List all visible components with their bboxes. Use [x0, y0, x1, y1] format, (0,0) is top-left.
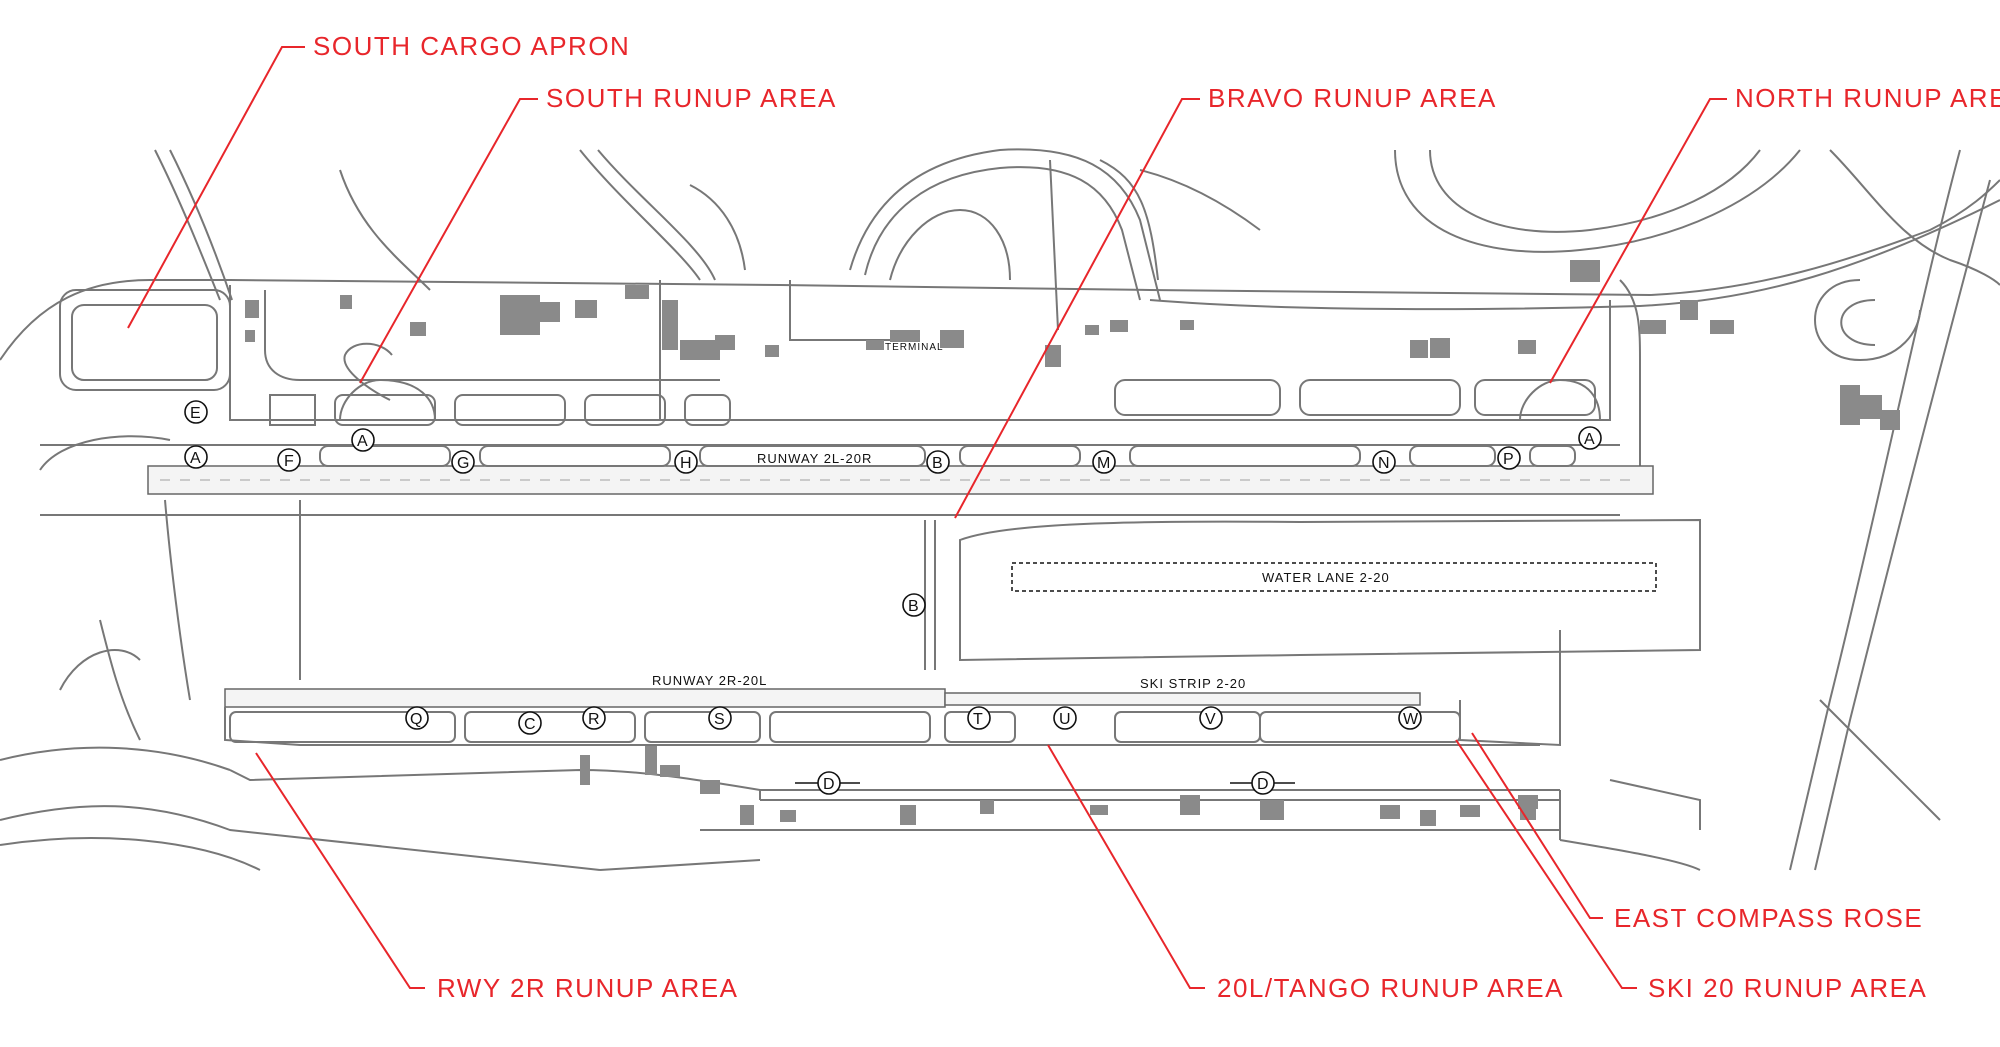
taxiway-w-marker: W — [1398, 706, 1422, 730]
svg-text:B: B — [908, 598, 919, 615]
svg-text:SOUTH CARGO APRON: SOUTH CARGO APRON — [313, 31, 630, 61]
taxiway-a-west-marker: A — [184, 445, 208, 469]
svg-text:A: A — [190, 450, 201, 467]
svg-text:V: V — [1205, 711, 1216, 728]
svg-text:R: R — [588, 711, 600, 728]
taxiway-d-west-marker: D — [795, 771, 860, 795]
svg-text:EAST COMPASS ROSE: EAST COMPASS ROSE — [1614, 903, 1923, 933]
svg-text:D: D — [823, 776, 835, 793]
taxiway-v-marker: V — [1199, 706, 1223, 730]
rwy-2r-runup-area-callout: RWY 2R RUNUP AREA — [255, 752, 738, 1003]
water-lane-label: WATER LANE 2-20 — [1262, 570, 1390, 585]
taxiway-f-marker: F — [277, 448, 301, 472]
roads-and-outlines — [0, 148, 2000, 871]
ski-strip-label: SKI STRIP 2-20 — [1140, 676, 1246, 691]
buildings — [245, 260, 1900, 826]
svg-text:RWY 2R RUNUP AREA: RWY 2R RUNUP AREA — [437, 973, 738, 1003]
taxiway-t-marker: T — [967, 706, 991, 730]
taxiway-b-mid-marker: B — [902, 593, 926, 617]
svg-text:W: W — [1403, 711, 1419, 728]
taxiway-h-marker: H — [674, 450, 698, 474]
taxiway-a-south-marker: A — [351, 428, 375, 452]
taxiway-d-east-marker: D — [1230, 771, 1295, 795]
svg-text:A: A — [357, 433, 368, 450]
runway-2l-20r: RUNWAY 2L-20R — [40, 444, 1654, 516]
taxiway-r-marker: R — [582, 706, 606, 730]
svg-text:A: A — [1584, 431, 1595, 448]
svg-text:D: D — [1257, 776, 1269, 793]
taxiway-g-marker: G — [451, 450, 475, 474]
runway-2r-20l-label: RUNWAY 2R-20L — [652, 673, 767, 688]
bravo-runup-area-callout: BRAVO RUNUP AREA — [954, 83, 1497, 519]
svg-text:20L/TANGO RUNUP AREA: 20L/TANGO RUNUP AREA — [1217, 973, 1564, 1003]
taxiway-b-north-marker: B — [926, 450, 950, 474]
svg-text:NORTH RUNUP AREA: NORTH RUNUP AREA — [1735, 83, 2000, 113]
taxiway-markers: E A F A G H B M N P A B Q C R S T U V W … — [184, 400, 1602, 795]
taxiway-q-marker: Q — [405, 706, 429, 730]
svg-text:E: E — [190, 405, 201, 422]
east-compass-rose-callout: EAST COMPASS ROSE — [1471, 732, 1923, 933]
svg-text:H: H — [680, 455, 692, 472]
south-runup-area-callout: SOUTH RUNUP AREA — [359, 83, 837, 384]
svg-text:P: P — [1503, 451, 1514, 468]
south-cargo-apron-callout: SOUTH CARGO APRON — [127, 31, 630, 329]
svg-text:F: F — [284, 453, 294, 470]
svg-text:BRAVO RUNUP AREA: BRAVO RUNUP AREA — [1208, 83, 1497, 113]
svg-text:G: G — [457, 455, 469, 472]
callouts: SOUTH CARGO APRON SOUTH RUNUP AREA BRAVO… — [127, 31, 2000, 1003]
tango-runup-area-callout: 20L/TANGO RUNUP AREA — [1047, 744, 1564, 1003]
taxiway-c-marker: C — [518, 711, 542, 735]
terminal-label: TERMINAL — [885, 342, 944, 353]
svg-text:N: N — [1378, 455, 1390, 472]
taxiway-e-marker: E — [184, 400, 208, 424]
taxiway-u-marker: U — [1053, 706, 1077, 730]
svg-text:SOUTH RUNUP AREA: SOUTH RUNUP AREA — [546, 83, 837, 113]
svg-text:S: S — [714, 711, 725, 728]
taxiway-m-marker: M — [1092, 450, 1116, 474]
water-lane: WATER LANE 2-20 — [959, 518, 1701, 662]
svg-text:B: B — [932, 455, 943, 472]
ski-20-runup-area-callout: SKI 20 RUNUP AREA — [1455, 739, 1927, 1003]
svg-text:C: C — [524, 716, 536, 733]
taxiway-a-east-marker: A — [1578, 426, 1602, 450]
svg-text:M: M — [1097, 455, 1110, 472]
taxiway-p-marker: P — [1497, 446, 1521, 470]
north-ramps — [59, 279, 1641, 470]
svg-text:T: T — [973, 711, 983, 728]
runway-2l-20r-label: RUNWAY 2L-20R — [757, 451, 872, 466]
taxiway-s-marker: S — [708, 706, 732, 730]
north-runup-area-callout: NORTH RUNUP AREA — [1549, 83, 2000, 384]
svg-text:SKI 20 RUNUP AREA: SKI 20 RUNUP AREA — [1648, 973, 1927, 1003]
taxiway-n-marker: N — [1372, 450, 1396, 474]
svg-text:Q: Q — [410, 711, 422, 728]
svg-text:U: U — [1059, 711, 1071, 728]
